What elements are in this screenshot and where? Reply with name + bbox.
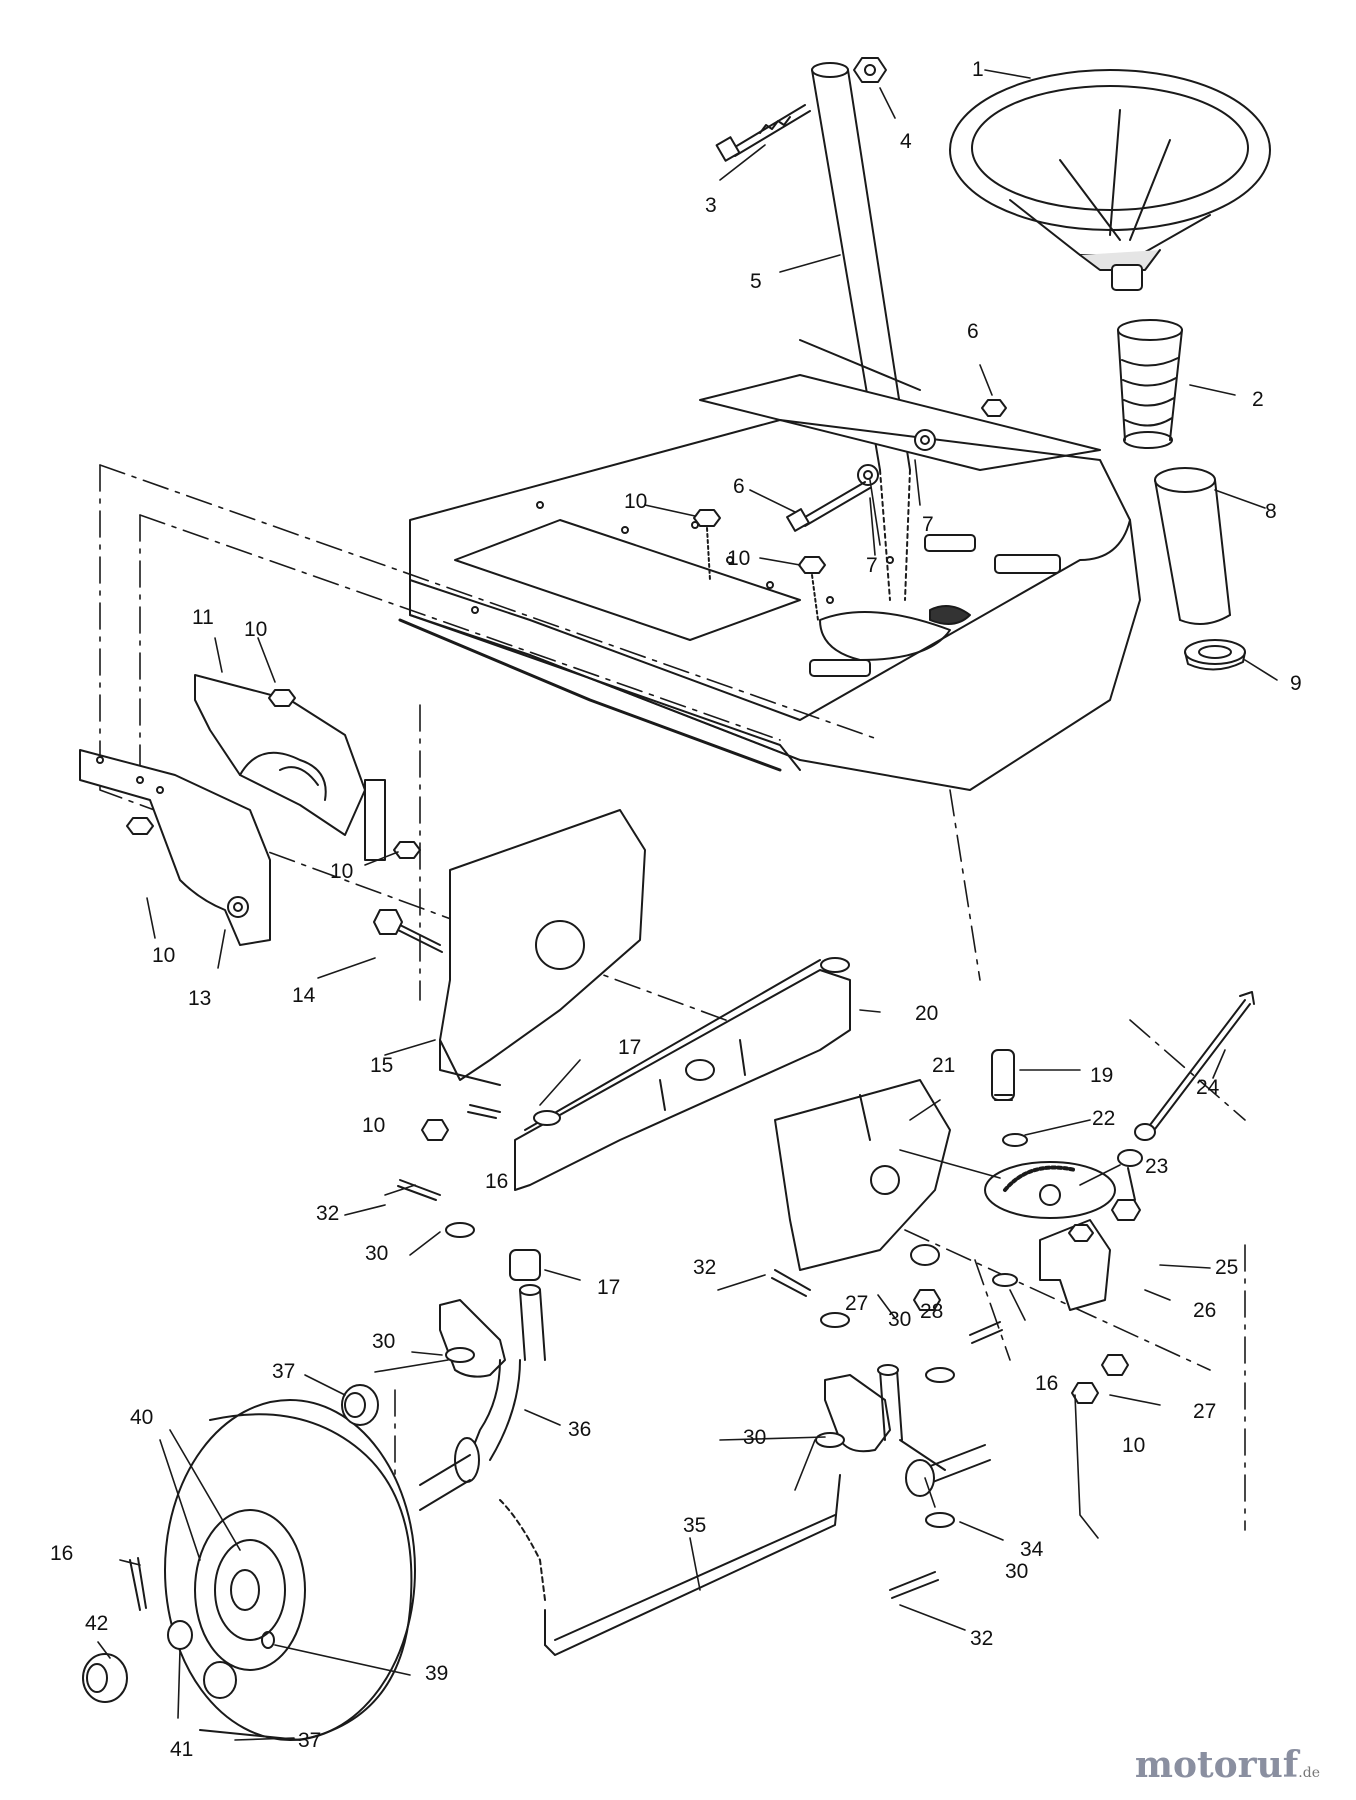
steering-shaft bbox=[811, 62, 911, 601]
callout-40: 40 bbox=[130, 1406, 153, 1429]
center-plate bbox=[439, 809, 646, 1086]
callout-27a: 27 bbox=[845, 1292, 868, 1315]
steering-wheel bbox=[949, 69, 1271, 291]
callout-17a: 17 bbox=[618, 1036, 641, 1059]
callout-11: 11 bbox=[192, 606, 214, 629]
callout-34: 34 bbox=[1020, 1538, 1044, 1561]
leader-lines bbox=[97, 69, 1278, 1741]
callout-28: 28 bbox=[920, 1300, 943, 1323]
steering-gear-sector bbox=[984, 1161, 1116, 1311]
callout-6b: 6 bbox=[733, 475, 745, 498]
callout-32a: 32 bbox=[316, 1202, 339, 1225]
left-spindle bbox=[419, 1284, 546, 1511]
callout-20: 20 bbox=[915, 1002, 938, 1025]
callout-8: 8 bbox=[1265, 500, 1277, 523]
callout-10d: 10 bbox=[330, 860, 353, 883]
callout-37a: 37 bbox=[272, 1360, 295, 1383]
callout-41: 41 bbox=[170, 1738, 193, 1761]
callout-10f: 10 bbox=[362, 1114, 385, 1137]
callout-35: 35 bbox=[683, 1514, 706, 1537]
callout-9: 9 bbox=[1290, 672, 1302, 695]
callout-27b: 27 bbox=[1193, 1400, 1216, 1423]
callout-10b: 10 bbox=[727, 547, 750, 570]
callout-42: 42 bbox=[85, 1612, 108, 1635]
left-frame-bracket bbox=[79, 749, 271, 946]
callout-25: 25 bbox=[1215, 1256, 1238, 1279]
callout-32b: 32 bbox=[693, 1256, 716, 1279]
callout-19: 19 bbox=[1090, 1064, 1113, 1087]
tie-rod bbox=[499, 1474, 841, 1656]
right-spindle bbox=[824, 1364, 991, 1497]
dash-bolts bbox=[693, 399, 1007, 621]
washers bbox=[445, 1222, 1018, 1528]
callout-16c: 16 bbox=[50, 1542, 73, 1565]
drag-link bbox=[1111, 991, 1255, 1221]
callout-36: 36 bbox=[568, 1418, 591, 1441]
callout-21: 21 bbox=[932, 1054, 955, 1077]
bolt-14 bbox=[373, 909, 443, 953]
callout-22: 22 bbox=[1092, 1107, 1115, 1130]
callout-23: 23 bbox=[1145, 1155, 1168, 1178]
callout-2: 2 bbox=[1252, 388, 1264, 411]
front-axle-beam bbox=[514, 957, 851, 1191]
callout-30c: 30 bbox=[888, 1308, 911, 1331]
callout-14: 14 bbox=[292, 984, 316, 1007]
callout-30b: 30 bbox=[372, 1330, 395, 1353]
callout-5: 5 bbox=[750, 270, 762, 293]
right-axle-bracket bbox=[774, 1079, 951, 1271]
hex-bolt bbox=[715, 104, 811, 162]
callout-7b: 7 bbox=[866, 554, 878, 577]
watermark-brand: motoruf bbox=[1134, 1744, 1299, 1786]
callout-10g: 10 bbox=[1122, 1434, 1145, 1457]
callout-16b: 16 bbox=[1035, 1372, 1058, 1395]
dash-console bbox=[398, 339, 1141, 791]
hex-nut bbox=[853, 57, 887, 83]
callout-16a: 16 bbox=[485, 1170, 508, 1193]
steering-boot bbox=[1117, 319, 1183, 449]
front-wheel bbox=[164, 1399, 416, 1741]
callout-1: 1 bbox=[972, 58, 984, 81]
callout-10e: 10 bbox=[152, 944, 175, 967]
callout-30e: 30 bbox=[1005, 1560, 1028, 1583]
callout-13: 13 bbox=[188, 987, 211, 1010]
callout-6a: 6 bbox=[967, 320, 979, 343]
cotter-pins bbox=[126, 689, 1129, 1611]
watermark-logo: motoruf.de bbox=[1135, 1744, 1320, 1786]
callout-26: 26 bbox=[1193, 1299, 1216, 1322]
callout-32c: 32 bbox=[970, 1627, 993, 1650]
callout-15: 15 bbox=[370, 1054, 393, 1077]
callout-37b: 37 bbox=[298, 1729, 321, 1752]
callout-labels: 1 2 3 4 5 6 6 7 7 8 9 10 10 10 10 10 10 … bbox=[50, 58, 1302, 1761]
callout-30a: 30 bbox=[365, 1242, 388, 1265]
callout-30d: 30 bbox=[743, 1426, 766, 1449]
pinion-19 bbox=[991, 1049, 1015, 1101]
callout-24: 24 bbox=[1196, 1076, 1220, 1099]
wheel-bushings bbox=[82, 1384, 379, 1703]
washer-22 bbox=[1002, 1133, 1028, 1147]
callout-10c: 10 bbox=[244, 618, 267, 641]
watermark-suffix: .de bbox=[1298, 1765, 1320, 1781]
left-upper-bracket bbox=[194, 674, 386, 861]
steering-bushing bbox=[1184, 639, 1246, 671]
callout-3: 3 bbox=[705, 194, 717, 217]
callout-17b: 17 bbox=[597, 1276, 620, 1299]
callout-39: 39 bbox=[425, 1662, 448, 1685]
callout-7a: 7 bbox=[922, 513, 934, 536]
steering-tube bbox=[1154, 467, 1231, 625]
callout-10a: 10 bbox=[624, 490, 647, 513]
callout-4: 4 bbox=[900, 130, 912, 153]
